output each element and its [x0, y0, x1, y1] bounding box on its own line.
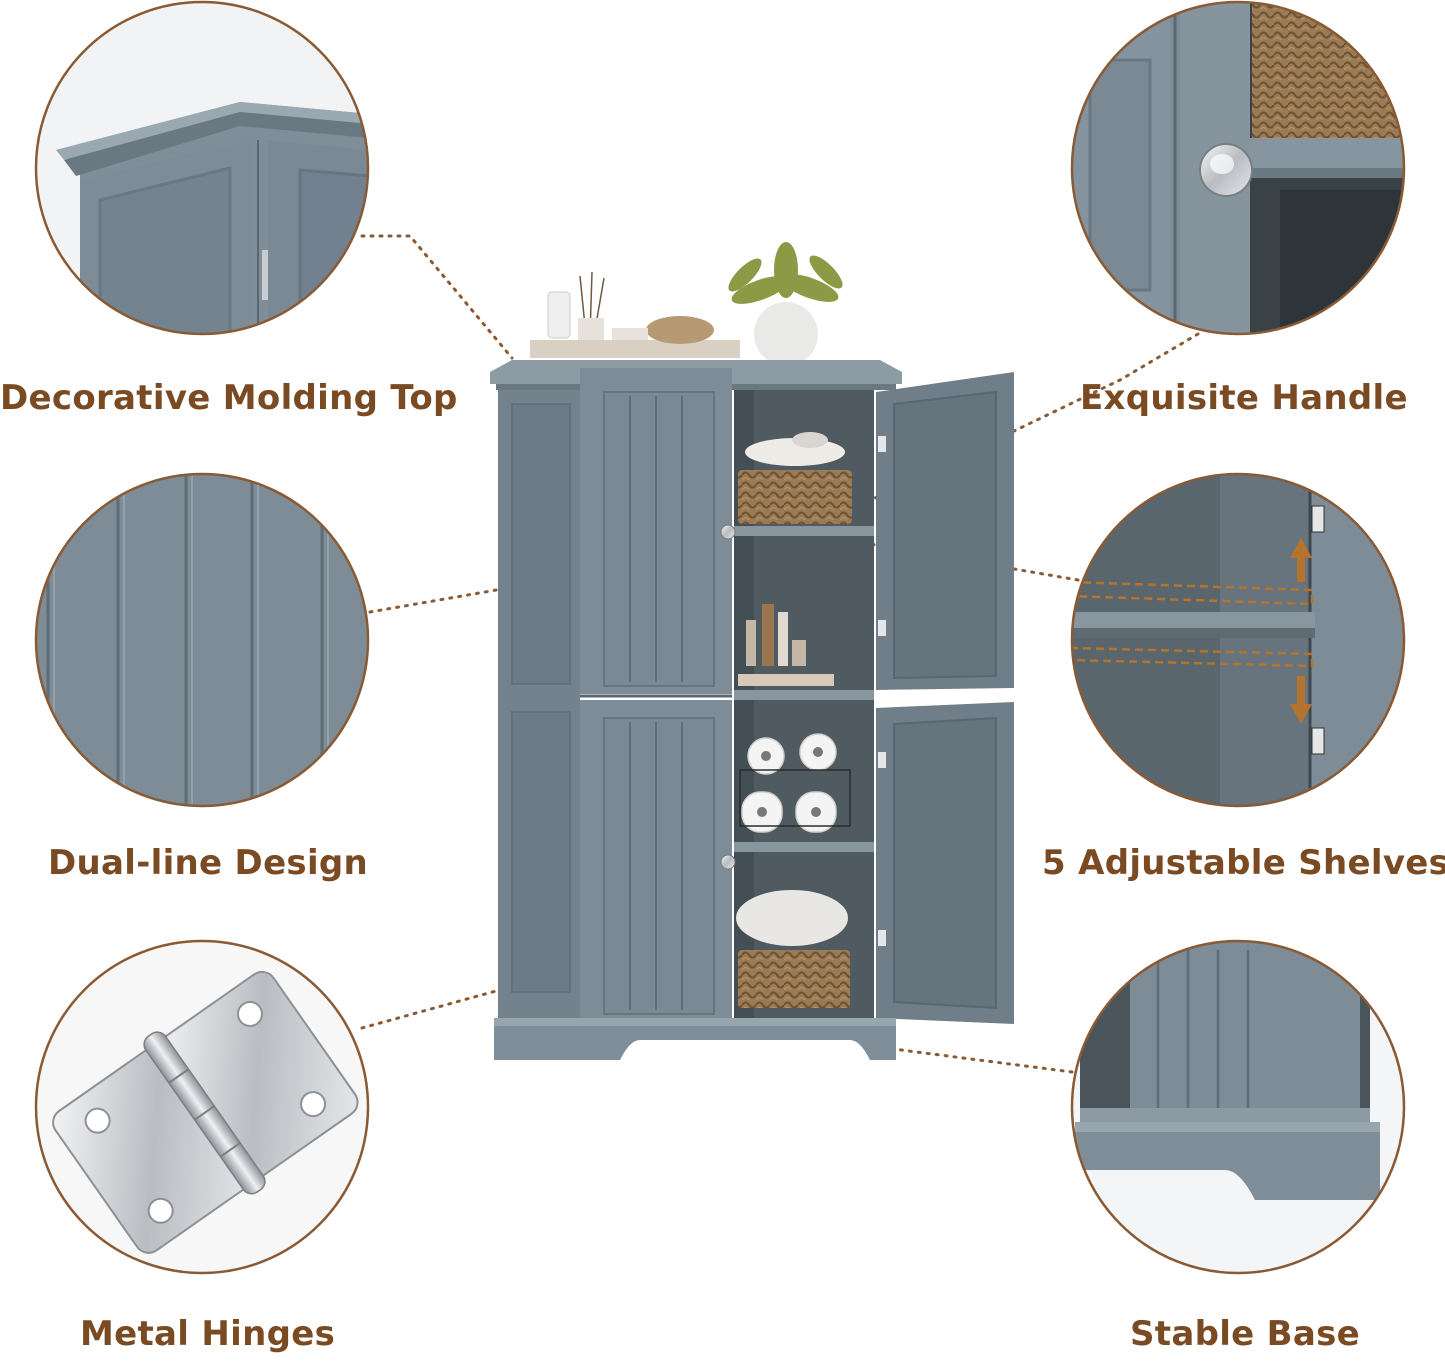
- detail-circle-base: [1070, 939, 1406, 1275]
- top-decor: [530, 242, 843, 366]
- detail-circle-dual-line: [34, 472, 370, 808]
- label-handle: Exquisite Handle: [1080, 378, 1408, 418]
- knob-icon: [1199, 143, 1253, 197]
- label-molding-top: Decorative Molding Top: [0, 378, 458, 418]
- label-stable-base: Stable Base: [1130, 1314, 1361, 1354]
- detail-circle-molding: [34, 0, 370, 336]
- hinge-icon: [52, 970, 359, 1254]
- label-adjustable-shelves: 5 Adjustable Shelves: [1042, 843, 1445, 883]
- label-dual-line: Dual-line Design: [48, 843, 369, 883]
- arrow-down-icon: [1290, 676, 1312, 724]
- detail-circle-handle: [1070, 0, 1406, 336]
- arrow-up-icon: [1290, 538, 1312, 582]
- detail-circle-hinges: [34, 939, 370, 1275]
- connector-molding: [360, 234, 514, 360]
- connector-base: [868, 1044, 1074, 1074]
- cabinet-illustration: [490, 242, 1014, 1060]
- label-metal-hinges: Metal Hinges: [80, 1314, 336, 1354]
- detail-circle-shelves: [1070, 472, 1406, 808]
